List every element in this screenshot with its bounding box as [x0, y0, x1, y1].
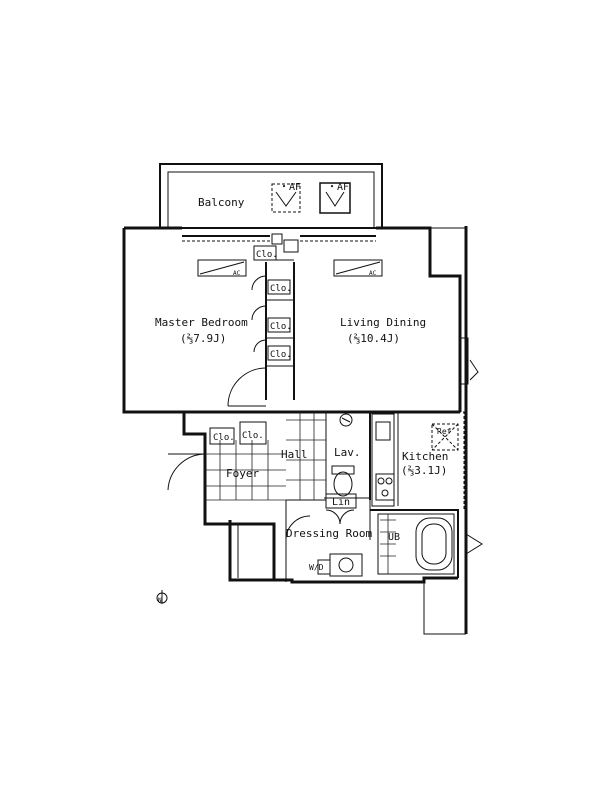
- closet-label: Clo.: [256, 250, 278, 260]
- dressing-room-label: Dressing Room: [286, 527, 372, 540]
- closets: [209, 245, 357, 509]
- washer-icon: [329, 553, 363, 577]
- ac-label-living: AC: [369, 270, 377, 277]
- right-window: [459, 337, 483, 555]
- ac-unit-icon: [197, 259, 383, 277]
- foyer-label: Foyer: [226, 467, 259, 480]
- outer-walls: [122, 226, 468, 635]
- lin-label: Lin: [332, 497, 350, 508]
- lav-label: Lav.: [334, 446, 361, 459]
- toilet-icon: [331, 465, 355, 497]
- hall-tiles: [205, 412, 326, 501]
- master-bedroom-label: Master Bedroom: [155, 316, 248, 329]
- ub-label: UB: [388, 532, 400, 543]
- closet-label: Clo.: [242, 431, 264, 441]
- wd-label: W/D: [309, 563, 324, 572]
- north-arrow-icon: [156, 590, 168, 604]
- kitchen-area: (⅔3.1J): [401, 464, 447, 477]
- dressing-shelf: [317, 559, 331, 575]
- living-dining-area: (⅔10.4J): [347, 332, 400, 345]
- fan-right-icon: [319, 182, 351, 214]
- fridge-icon: [431, 423, 459, 451]
- closet-label: Clo.: [213, 433, 235, 443]
- balcony-windows: [182, 233, 376, 253]
- master-bedroom-area: (⅔7.9J): [180, 332, 226, 345]
- ref-label: Ref: [437, 427, 452, 436]
- kitchen-label: Kitchen: [402, 450, 448, 463]
- fan-left-label: ・AF: [279, 182, 301, 193]
- north-label: N: [158, 597, 162, 604]
- ac-label-bedroom: AC: [233, 270, 241, 277]
- door-swings: [167, 275, 355, 541]
- balcony-label: Balcony: [198, 196, 245, 209]
- closet-label: Clo.: [270, 350, 292, 360]
- fan-left-icon: [271, 183, 301, 213]
- balcony-area: ・AF ・AF: [159, 163, 383, 229]
- fan-right-label: ・AF: [327, 182, 349, 193]
- closet-label: Clo.: [270, 322, 292, 332]
- kitchen-counter: [371, 413, 395, 507]
- closet-label: Clo.: [270, 284, 292, 294]
- bath-fixtures: [380, 514, 453, 574]
- sink-icon: [339, 413, 353, 427]
- hall-label: Hall: [281, 448, 308, 461]
- living-dining-label: Living Dining: [340, 316, 426, 329]
